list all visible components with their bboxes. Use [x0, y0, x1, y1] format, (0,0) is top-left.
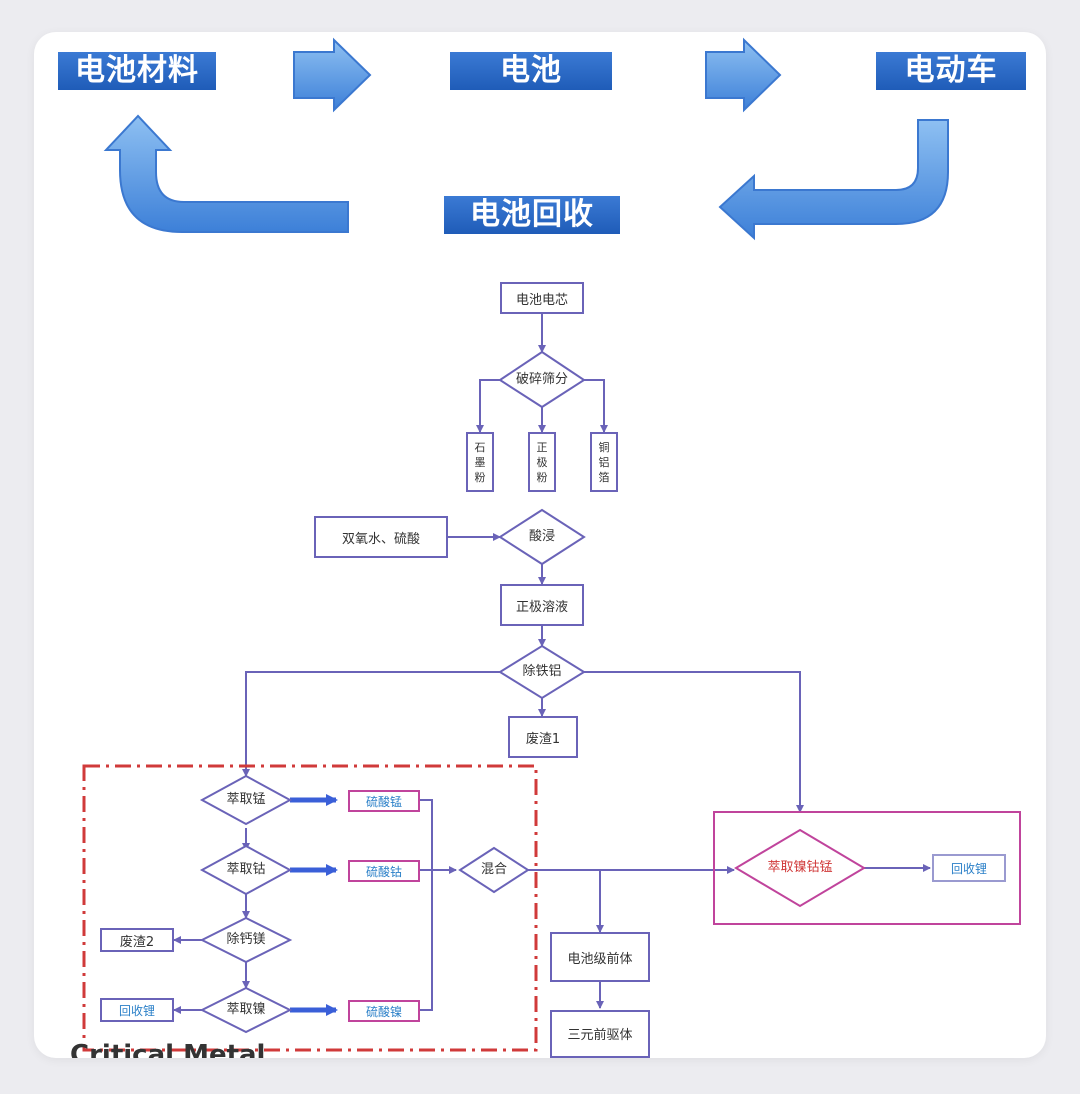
arrow-recycle-to-materials: [103, 114, 349, 233]
box-cu-al-foil: 铜铝箔: [590, 432, 618, 492]
arrow-battery-to-ev: [705, 37, 782, 113]
box-graphite-powder: 石墨粉: [466, 432, 494, 492]
box-manganese-sulfate: 硫酸锰: [348, 790, 420, 812]
header-battery: 电池: [450, 52, 612, 90]
right-process-frame: [713, 811, 1021, 925]
label-remove-fe-al: 除铁铝: [522, 664, 562, 679]
label-extract-ni-co-mn: 萃取镍钴锰: [767, 860, 833, 875]
critical-metal-frame: [82, 764, 538, 1052]
box-ternary-precursor: 三元前驱体: [550, 1010, 650, 1058]
box-recovered-lithium-right: 回收锂: [932, 854, 1006, 882]
decision-diamonds: [199, 350, 866, 1034]
bold-arrows: [290, 794, 338, 1016]
label-extract-nickel: 萃取镍: [226, 1002, 266, 1017]
label-extract-manganese: 萃取锰: [226, 792, 266, 807]
caption-critical-metal: Critical Metal: [70, 1040, 266, 1058]
box-waste-2: 废渣2: [100, 928, 174, 952]
label-mix: 混合: [480, 862, 507, 877]
header-electric-vehicle: 电动车: [876, 52, 1026, 90]
box-cathode-powder: 正极粉: [528, 432, 556, 492]
label-extract-cobalt: 萃取钴: [226, 862, 266, 877]
box-cathode-solution: 正极溶液: [500, 584, 584, 626]
diagram-card: 电池材料 电池 电动车 电池回收 电池电芯 石墨粉 正极粉 铜铝箔 双氧水、硫酸…: [34, 32, 1046, 1058]
diagram-canvas: [82, 37, 1021, 1052]
box-reagent: 双氧水、硫酸: [314, 516, 448, 558]
box-waste-1: 废渣1: [508, 716, 578, 758]
box-battery-grade-precursor: 电池级前体: [550, 932, 650, 982]
header-battery-recycling: 电池回收: [444, 196, 620, 234]
connector-lines: [173, 314, 931, 1014]
arrow-materials-to-battery: [293, 37, 372, 113]
box-nickel-sulfate: 硫酸镍: [348, 1000, 420, 1022]
header-battery-materials: 电池材料: [58, 52, 216, 90]
box-battery-cell: 电池电芯: [500, 282, 584, 314]
label-crush-sieve: 破碎筛分: [515, 372, 568, 387]
box-recovered-lithium-left: 回收锂: [100, 998, 174, 1022]
box-cobalt-sulfate: 硫酸钴: [348, 860, 420, 882]
label-remove-ca-mg: 除钙镁: [226, 932, 266, 947]
label-acid-leach: 酸浸: [528, 529, 555, 544]
arrow-ev-to-recycle: [718, 119, 949, 241]
